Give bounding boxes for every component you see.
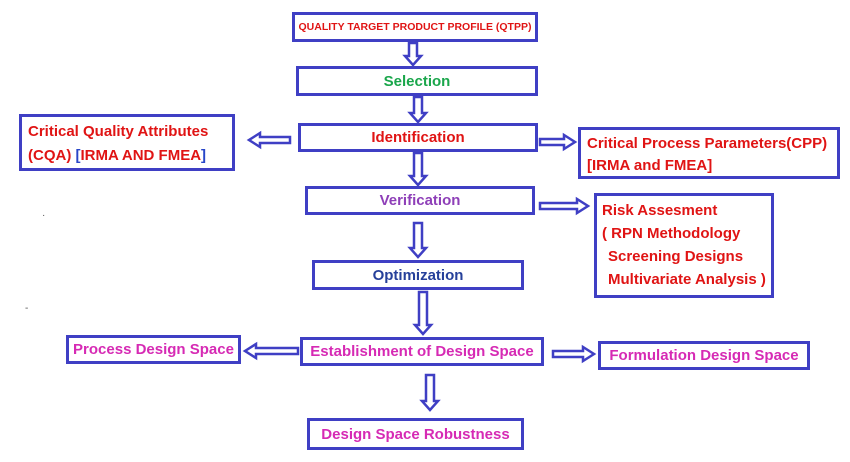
risk-line-2: ( RPN Methodology: [602, 222, 765, 245]
identification-label: Identification: [371, 129, 465, 146]
arrow-verification-to-optimization: [407, 221, 429, 259]
risk-rpn: RPN Methodology: [611, 225, 741, 242]
stray-mark: ·: [42, 210, 46, 221]
stray-mark: -: [25, 303, 29, 314]
establishment-label: Establishment of Design Space: [310, 343, 534, 360]
establishment-box: Establishment of Design Space: [300, 337, 544, 366]
arrow-identification-to-verification: [407, 151, 429, 187]
selection-label: Selection: [383, 72, 451, 90]
risk-line-3: Screening Designs: [608, 248, 744, 265]
cqa-bracket-close: ]: [201, 147, 207, 164]
risk-assessment-box: Risk Assesment ( RPN Methodology Screeni…: [594, 193, 774, 298]
qtpp-label: QUALITY TARGET PRODUCT PROFILE (QTPP): [298, 21, 532, 33]
process-design-space-box: Process Design Space: [66, 335, 241, 364]
arrow-optimization-to-establishment: [412, 290, 434, 336]
arrow-qtpp-to-selection: [402, 41, 424, 67]
risk-multivariate: Multivariate Analysis: [608, 271, 757, 288]
arrow-establishment-to-process-space: [242, 341, 300, 361]
arrow-identification-to-cqa: [246, 130, 292, 150]
process-design-space-label: Process Design Space: [73, 341, 234, 358]
arrow-establishment-to-robustness: [419, 373, 441, 412]
cpp-box: Critical Process Parameters(CPP) [IRMA a…: [578, 127, 840, 179]
cqa-bracket-open: [: [75, 147, 81, 164]
robustness-label: Design Space Robustness: [321, 425, 510, 443]
cqa-method: IRMA AND FMEA: [80, 147, 202, 164]
cpp-line-2: [IRMA and FMEA]: [587, 157, 713, 174]
formulation-design-space-box: Formulation Design Space: [598, 341, 810, 370]
risk-paren-close: ): [756, 271, 766, 288]
cqa-line-1: Critical Quality Attributes: [28, 123, 209, 140]
optimization-box: Optimization: [312, 260, 524, 290]
risk-line-1: Risk Assesment: [602, 202, 718, 219]
robustness-box: Design Space Robustness: [307, 418, 524, 450]
risk-line-4: Multivariate Analysis ): [602, 268, 766, 291]
cpp-line-1: Critical Process Parameters(CPP): [587, 135, 828, 152]
cqa-abbrev: (CQA): [28, 147, 76, 164]
verification-box: Verification: [305, 186, 535, 215]
optimization-label: Optimization: [372, 266, 464, 284]
risk-paren-open: (: [602, 225, 612, 242]
cqa-box: Critical Quality Attributes (CQA) [IRMA …: [19, 114, 235, 171]
identification-box: Identification: [298, 123, 538, 152]
arrow-establishment-to-formulation-space: [551, 344, 597, 364]
verification-label: Verification: [379, 192, 461, 209]
formulation-design-space-label: Formulation Design Space: [609, 347, 799, 364]
cqa-line-2: (CQA) [IRMA AND FMEA]: [28, 144, 226, 168]
arrow-verification-to-risk: [538, 196, 591, 216]
arrow-selection-to-identification: [407, 95, 429, 124]
selection-box: Selection: [296, 66, 538, 96]
arrow-identification-to-cpp: [538, 132, 578, 152]
qtpp-box: QUALITY TARGET PRODUCT PROFILE (QTPP): [292, 12, 538, 42]
